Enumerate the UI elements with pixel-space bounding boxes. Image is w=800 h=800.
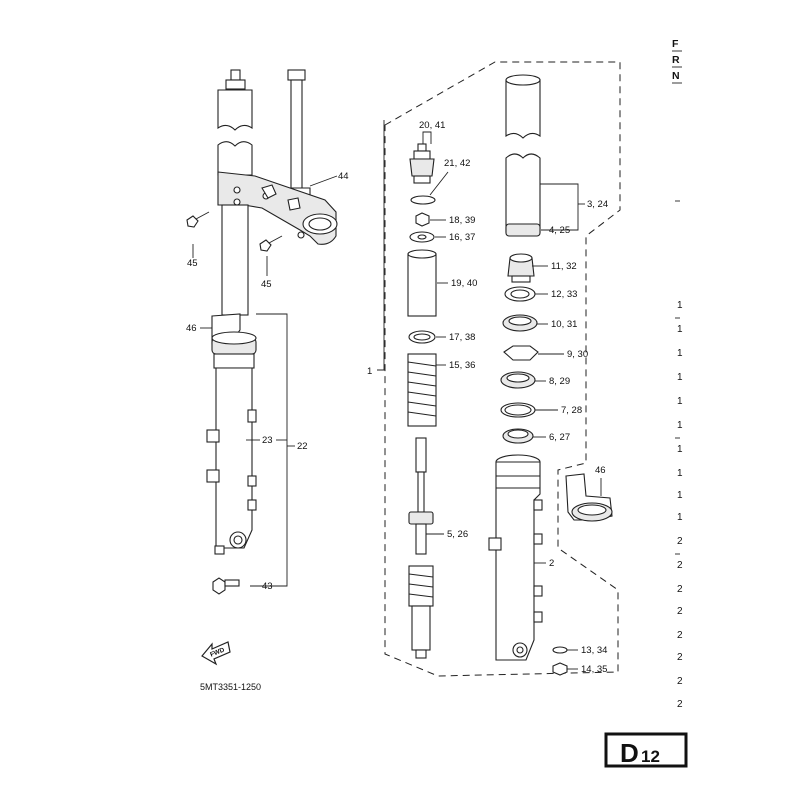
part-label-11-32: 11, 32 — [551, 261, 577, 272]
part-label-8-29: 8, 29 — [549, 376, 570, 387]
part-label-13-34: 13, 34 — [581, 645, 607, 656]
edge-number: 2 — [677, 699, 683, 710]
edge-number: 2 — [677, 676, 683, 687]
part-label-5-26: 5, 26 — [447, 529, 468, 540]
edge-number: 1 — [677, 324, 683, 335]
left-leader-lines — [192, 175, 338, 587]
edge-number: 1 — [677, 444, 683, 455]
edge-number: 1 — [677, 348, 683, 359]
part-label-14-35: 14, 35 — [581, 664, 607, 675]
edge-number: 1 — [677, 490, 683, 501]
part-label-9-30: 9, 30 — [567, 349, 588, 360]
edge-number: 2 — [677, 606, 683, 617]
page-code-number: 12 — [641, 747, 660, 766]
edge-number: 2 — [677, 536, 683, 547]
edge-number: 1 — [677, 372, 683, 383]
part-label-45-left: 45 — [187, 258, 198, 269]
part-label-3-24: 3, 24 — [587, 199, 608, 210]
part-label-43: 43 — [262, 581, 273, 592]
centre-leader-lines — [377, 120, 449, 535]
part-label-7-28: 7, 28 — [561, 405, 582, 416]
drawing-code: 5MT3351-1250 — [200, 682, 261, 692]
edge-number: 2 — [677, 584, 683, 595]
part-label-6-27: 6, 27 — [549, 432, 570, 443]
part-label-21-42: 21, 42 — [444, 158, 470, 169]
exploded-inner-parts — [384, 61, 621, 677]
part-label-10-31: 10, 31 — [551, 319, 577, 330]
assembled-fork-leg — [186, 69, 338, 595]
right-leader-lines — [532, 183, 602, 670]
edge-number: 1 — [677, 512, 683, 523]
part-label-17-38: 17, 38 — [449, 332, 475, 343]
edge-number: 1 — [677, 420, 683, 431]
part-label-15-36: 15, 36 — [449, 360, 475, 371]
part-label-46-left: 46 — [186, 323, 197, 334]
part-label-23: 23 — [262, 435, 273, 446]
page-code-letter: D — [620, 738, 639, 768]
right-edge-column: F R N 1 1 1 1 1 1 1 1 1 1 2 2 2 2 2 2 2 … — [672, 38, 683, 710]
edge-number: 1 — [677, 300, 683, 311]
edge-number: 1 — [677, 396, 683, 407]
edge-header-n: N — [672, 70, 680, 82]
part-label-45-right: 45 — [261, 279, 272, 290]
fwd-arrow-icon: FWD — [201, 641, 231, 666]
edge-number: 1 — [677, 468, 683, 479]
part-label-46-right: 46 — [595, 465, 606, 476]
part-label-20-41: 20, 41 — [419, 120, 445, 131]
page-code-box: D 12 — [604, 732, 688, 768]
part-label-44: 44 — [338, 171, 349, 182]
edge-header-r: R — [672, 54, 680, 66]
part-labels: 44 45 45 46 23 22 43 20, 41 21, 42 18, 3… — [186, 120, 608, 675]
edge-number: 2 — [677, 560, 683, 571]
part-label-4-25: 4, 25 — [549, 225, 570, 236]
part-label-2: 2 — [549, 558, 554, 569]
part-label-12-33: 12, 33 — [551, 289, 577, 300]
part-label-1: 1 — [367, 366, 372, 377]
part-label-19-40: 19, 40 — [451, 278, 477, 289]
part-label-22: 22 — [297, 441, 308, 452]
part-label-16-37: 16, 37 — [449, 232, 475, 243]
edge-number: 2 — [677, 630, 683, 641]
exploded-outer-parts — [488, 74, 613, 676]
part-label-18-39: 18, 39 — [449, 215, 475, 226]
edge-number: 2 — [677, 652, 683, 663]
edge-header-f: F — [672, 38, 679, 50]
